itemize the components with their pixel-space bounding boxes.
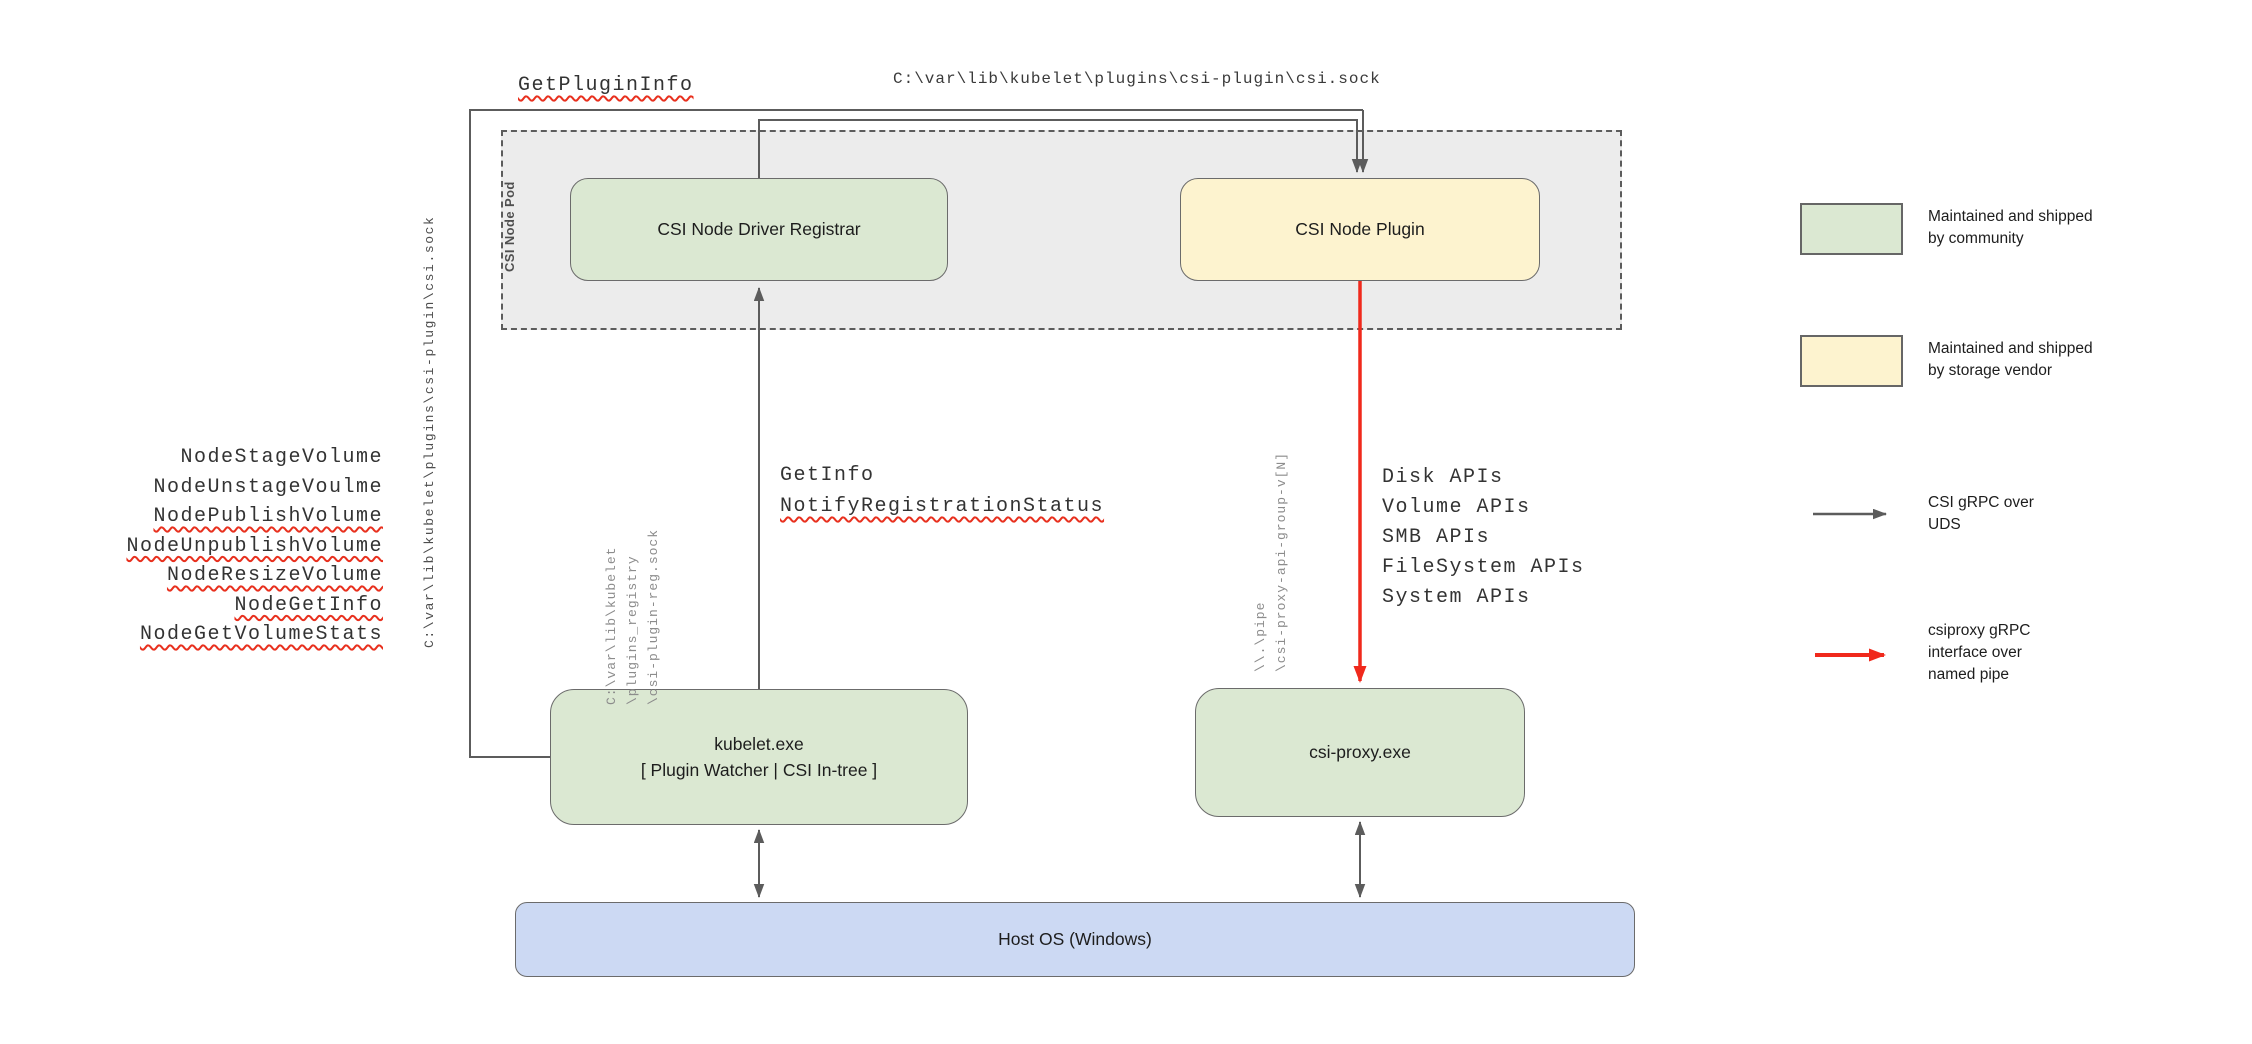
registration-sock-path-label: C:\var\lib\kubelet \plugins_registry \cs…: [604, 528, 661, 705]
registrar-label: CSI Node Driver Registrar: [657, 219, 861, 239]
csi-sock-path-top-label: C:\var\lib\kubelet\plugins\csi-plugin\cs…: [893, 70, 1381, 88]
node-host-os: Host OS (Windows): [515, 902, 1635, 977]
rpc-item: NodeGetInfo: [234, 593, 383, 617]
plugin-label: CSI Node Plugin: [1295, 219, 1425, 239]
legend-namedpipe-label: csiproxy gRPC interface over named pipe: [1928, 622, 2031, 683]
legend-uds-label: CSI gRPC over UDS: [1928, 494, 2034, 533]
node-csi-proxy: csi-proxy.exe: [1195, 688, 1525, 817]
api-item: FileSystem APIs: [1382, 556, 1585, 579]
rpc-item: NodeUnpublishVolume: [126, 534, 383, 558]
csi-sock-path-vertical-label: C:\var\lib\kubelet\plugins\csi-plugin\cs…: [422, 215, 437, 648]
legend-vendor-label: Maintained and shipped by storage vendor: [1928, 340, 2093, 379]
kubelet-label: kubelet.exe [ Plugin Watcher | CSI In-tr…: [640, 734, 878, 780]
get-info-label: GetInfo: [780, 464, 875, 487]
proxy-api-list: Disk APIs Volume APIs SMB APIs FileSyste…: [1382, 463, 1585, 613]
node-csi-node-driver-registrar: CSI Node Driver Registrar: [570, 178, 948, 281]
legend-community-label: Maintained and shipped by community: [1928, 208, 2093, 247]
rpc-item: NodePublishVolume: [153, 505, 383, 528]
named-pipe-path-label: \\.\pipe \csi-proxy-api-group-v[N]: [1253, 451, 1289, 672]
legend-community-swatch: [1800, 203, 1903, 255]
api-item: Volume APIs: [1382, 496, 1531, 519]
node-kubelet: kubelet.exe [ Plugin Watcher | CSI In-tr…: [550, 689, 968, 825]
rpc-item: NodeStageVolume: [180, 446, 383, 469]
registration-rpc-list: GetInfo NotifyRegistrationStatus: [780, 460, 1104, 522]
rpc-item: NodeUnstageVoulme: [153, 475, 383, 499]
api-item: System APIs: [1382, 586, 1531, 609]
notify-registration-status-label: NotifyRegistrationStatus: [780, 495, 1105, 518]
get-plugin-info-label: GetPluginInfo: [518, 74, 694, 97]
rpc-item: NodeResizeVolume: [166, 564, 383, 587]
api-item: SMB APIs: [1382, 526, 1491, 549]
kubelet-rpc-list: NodeStageVolume NodeUnstageVoulme NodePu…: [60, 443, 383, 650]
legend-vendor-swatch: [1800, 335, 1903, 387]
rpc-item: NodeGetVolumeStats: [139, 623, 383, 646]
csi-node-pod-label: CSI Node Pod: [502, 181, 517, 272]
host-os-label: Host OS (Windows): [998, 929, 1152, 949]
node-csi-node-plugin: CSI Node Plugin: [1180, 178, 1540, 281]
csi-proxy-label: csi-proxy.exe: [1309, 742, 1411, 762]
api-item: Disk APIs: [1382, 466, 1504, 489]
